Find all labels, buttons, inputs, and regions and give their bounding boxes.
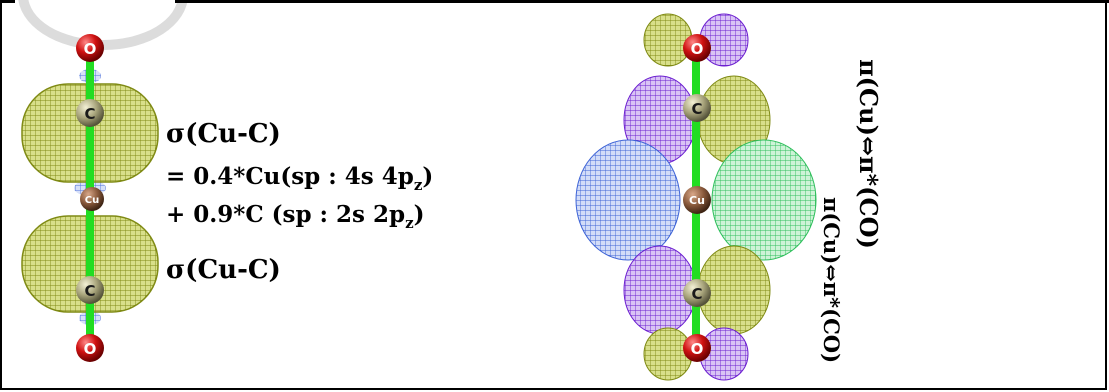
oxygen-atom [683, 334, 711, 362]
oxygen-label: O [84, 40, 97, 58]
frame-top-right [175, 0, 1109, 3]
pi-lobe-blue [575, 139, 681, 261]
copper-atom [683, 186, 711, 214]
frame-top-left [0, 0, 15, 3]
carbon-atom [76, 99, 104, 127]
copper-label: Cu [85, 195, 99, 206]
orbital-composition-line2: + 0.9*C (sp : 2s 2pz) [166, 201, 425, 232]
oxygen-label: O [691, 40, 704, 58]
carbon-label: C [84, 282, 95, 300]
carbon-label: C [691, 285, 702, 303]
left-molecule: O C Cu C O [21, 34, 159, 362]
right-molecule: O C Cu C O [575, 13, 817, 381]
oxygen-atom [76, 334, 104, 362]
oxygen-atom [683, 34, 711, 62]
oxygen-atom [76, 34, 104, 62]
carbon-label: C [691, 100, 702, 118]
orbital-composition-line1: = 0.4*Cu(sp : 4s 4pz) [166, 163, 433, 194]
copper-label: Cu [689, 194, 705, 207]
pi-lobe-olive [643, 13, 693, 67]
carbon-atom [683, 94, 711, 122]
oxygen-label: O [691, 340, 704, 358]
carbon-atom [683, 279, 711, 307]
sigma-label-top: σ(Cu-C) [166, 119, 281, 149]
carbon-label: C [84, 105, 95, 123]
carbon-atom [76, 276, 104, 304]
copper-atom [80, 187, 104, 211]
pi-backdonation-label-inner: π(Cu)⇔π*(CO) [819, 197, 844, 363]
oxygen-label: O [84, 340, 97, 358]
sigma-label-bottom: σ(Cu-C) [166, 255, 281, 285]
pi-lobe-green [711, 139, 817, 261]
pi-backdonation-label-outer: π(Cu)⇔π*(CO) [854, 59, 883, 249]
